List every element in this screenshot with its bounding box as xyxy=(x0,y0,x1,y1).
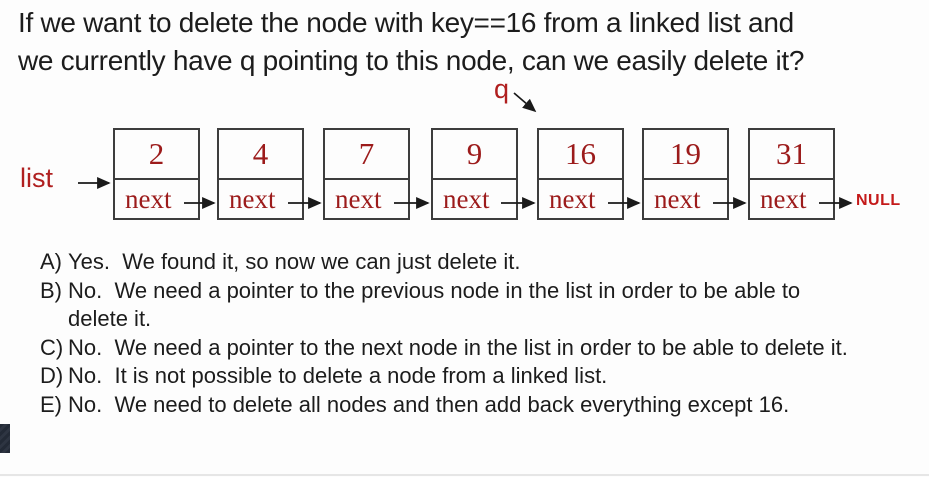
node-value: 31 xyxy=(750,130,833,180)
bottom-divider xyxy=(0,474,929,476)
list-node: 4 next xyxy=(217,128,304,220)
node-next-field: next xyxy=(760,183,807,214)
node-next-field: next xyxy=(335,183,382,214)
node-value: 16 xyxy=(539,130,622,180)
node-next-field: next xyxy=(549,183,596,214)
question-line-2: we currently have q pointing to this nod… xyxy=(18,45,805,76)
option-a: A) Yes. We found it, so now we can just … xyxy=(40,248,862,277)
option-b: B) No. We need a pointer to the previous… xyxy=(40,277,862,334)
list-node: 16 next xyxy=(537,128,624,220)
list-node: 9 next xyxy=(431,128,518,220)
list-node: 2 next xyxy=(113,128,200,220)
null-terminator-label: NULL xyxy=(856,192,901,209)
node-value: 4 xyxy=(219,130,302,180)
option-letter: A) xyxy=(40,249,62,274)
option-text: No. We need a pointer to the previous no… xyxy=(68,277,807,332)
node-value: 19 xyxy=(644,130,727,180)
option-letter: E) xyxy=(40,391,62,417)
option-text: No. We need to delete all nodes and then… xyxy=(68,391,790,417)
option-c: C) No. We need a pointer to the next nod… xyxy=(40,334,862,363)
question-title: If we want to delete the node with key==… xyxy=(18,4,918,80)
node-value: 7 xyxy=(325,130,408,180)
list-node: 7 next xyxy=(323,128,410,220)
list-node: 19 next xyxy=(642,128,729,220)
option-d: D) No. It is not possible to delete a no… xyxy=(40,362,862,391)
node-next-field: next xyxy=(654,183,701,214)
option-text: No. We need a pointer to the next node i… xyxy=(68,334,848,360)
option-letter: B) xyxy=(40,277,62,303)
option-letter: D) xyxy=(40,363,64,388)
node-value: 2 xyxy=(115,130,198,180)
option-text: No. It is not possible to delete a node … xyxy=(68,363,608,388)
q-pointer-arrow xyxy=(513,92,537,113)
option-e: E) No. We need to delete all nodes and t… xyxy=(40,391,862,420)
node-value: 9 xyxy=(433,130,516,180)
option-text: Yes. We found it, so now we can just del… xyxy=(68,249,521,274)
question-line-1: If we want to delete the node with key==… xyxy=(18,7,794,38)
node-next-field: next xyxy=(125,183,172,214)
node-next-field: next xyxy=(443,183,490,214)
list-pointer-label: list xyxy=(20,163,53,193)
node-next-field: next xyxy=(229,183,276,214)
option-letter: C) xyxy=(40,334,64,360)
list-node: 31 next xyxy=(748,128,835,220)
left-edge-marker xyxy=(0,424,10,453)
q-pointer-label: q xyxy=(494,74,510,104)
answer-options: A) Yes. We found it, so now we can just … xyxy=(40,248,862,419)
